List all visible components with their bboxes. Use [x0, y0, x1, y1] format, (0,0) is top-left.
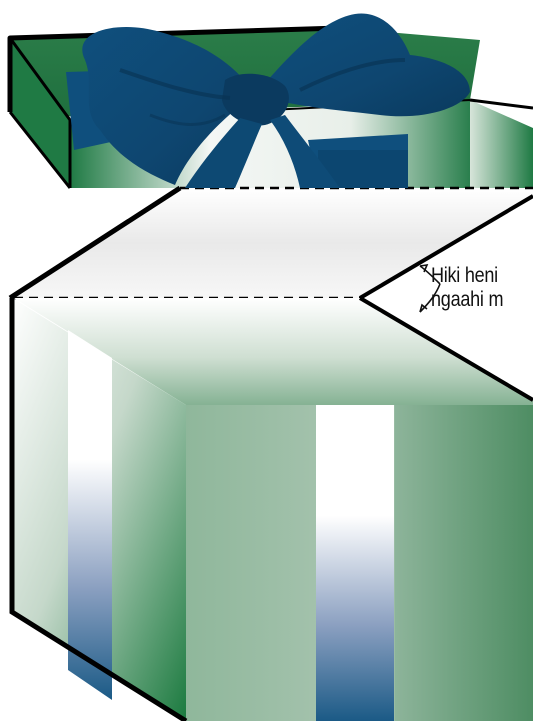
ribbon-stripe-left — [68, 330, 112, 700]
annotation-text-line-2: ngaahi m — [431, 288, 519, 312]
gift-box-body — [12, 298, 533, 721]
lid-right-side — [470, 100, 533, 188]
ribbon-stripe-front — [316, 405, 394, 721]
box-right-shade — [395, 405, 533, 721]
annotation-text-line-1: Hiki heni — [431, 264, 519, 288]
